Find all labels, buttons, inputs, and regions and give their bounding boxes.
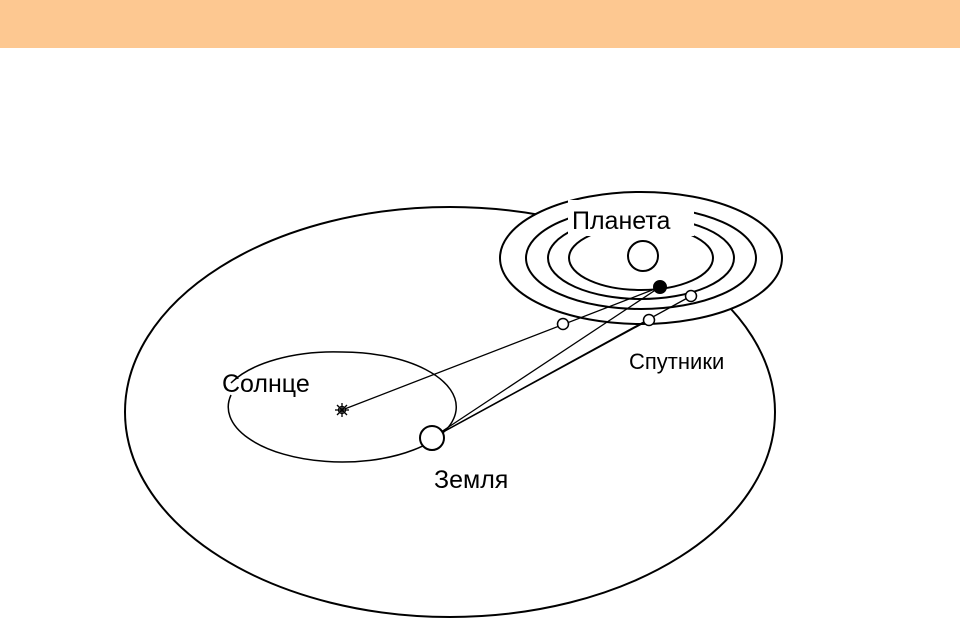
satellites-label: Спутники [629,349,724,374]
earth [419,425,445,451]
satellite-2 [642,313,656,327]
satellite-3 [684,289,698,303]
planet-orbit [124,206,776,618]
satellite-dark [653,280,667,294]
planet-label: Планета [572,207,671,235]
planet-label-bg [568,200,694,236]
earth-label: Земля [434,466,508,494]
satellite-1 [556,317,570,331]
sightline-sun-satellite [341,286,661,411]
earth-orbit [227,351,457,463]
top-banner [0,0,960,48]
sightline-earth-satellite-1 [431,286,661,439]
sun-icon [335,403,349,417]
sun-label: Солнце [222,370,310,398]
planet [627,240,659,272]
